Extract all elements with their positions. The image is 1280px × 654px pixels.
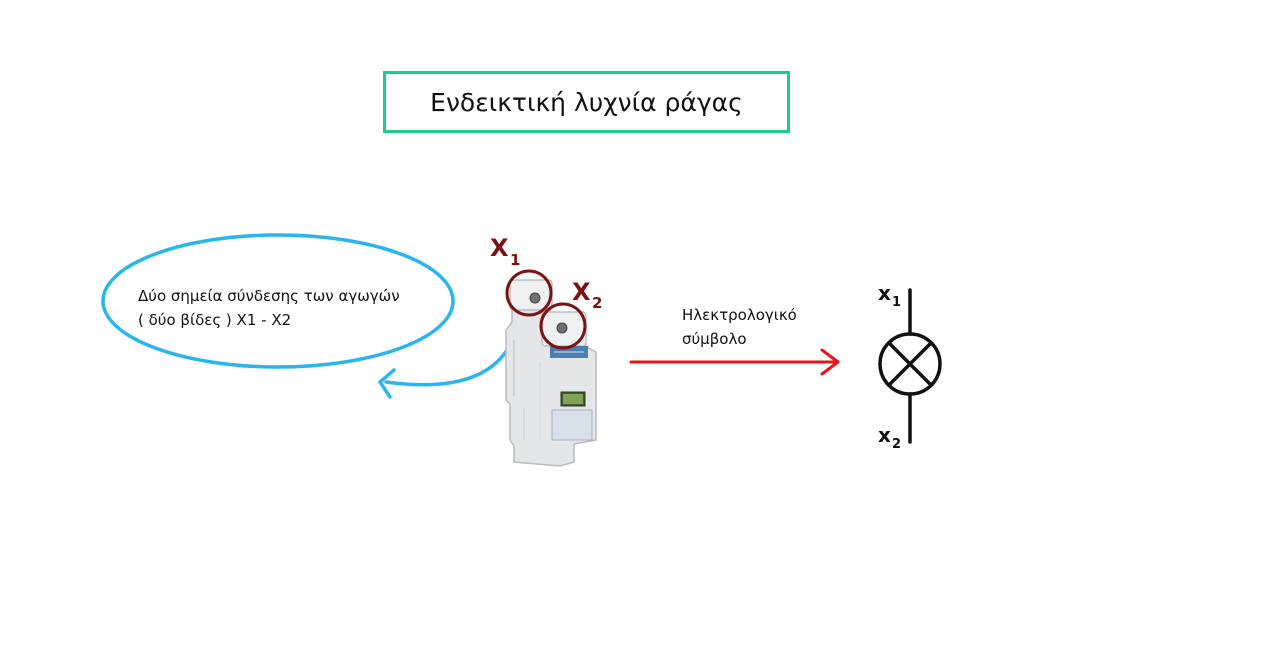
symbol-bottom-sub: 2 xyxy=(892,437,901,452)
connection-points-note: Δύο σημεία σύνδεσης των αγωγών ( δύο βίδ… xyxy=(138,284,400,332)
screw-2 xyxy=(556,322,568,334)
callout-pointer-curve xyxy=(384,323,520,387)
terminal-2-label: X xyxy=(572,278,591,306)
terminal-1-label: X xyxy=(490,234,509,262)
symbol-top-label: x xyxy=(878,281,891,305)
page-title: Ενδεικτική λυχνία ράγας xyxy=(430,87,743,117)
terminal-1-sub: 1 xyxy=(510,251,520,269)
red-arrow-head xyxy=(820,348,840,376)
callout-ellipse xyxy=(101,233,455,369)
connection-points-line-1: Δύο σημεία σύνδεσης των αγωγών xyxy=(138,287,400,305)
screw-1 xyxy=(529,292,541,304)
terminal-2-sub: 2 xyxy=(592,294,602,312)
electrical-symbol-line-2: σύμβολο xyxy=(682,330,747,348)
title-box: Ενδεικτική λυχνία ράγας xyxy=(383,71,790,133)
symbol-bottom-label: x xyxy=(878,423,891,447)
symbol-top-sub: 1 xyxy=(892,295,901,310)
electrical-symbol-note: Ηλεκτρολογικό σύμβολο xyxy=(682,303,797,351)
lamp-electrical-symbol xyxy=(878,288,942,444)
symbol-cross-2 xyxy=(887,341,933,387)
terminal-1-highlight xyxy=(505,269,553,317)
electrical-symbol-line-1: Ηλεκτρολογικό xyxy=(682,306,797,324)
connection-points-line-2: ( δύο βίδες ) Χ1 - Χ2 xyxy=(138,311,292,329)
callout-pointer-arrowhead xyxy=(378,368,396,399)
lower-cover xyxy=(551,409,593,441)
terminal-2-highlight xyxy=(539,302,587,350)
